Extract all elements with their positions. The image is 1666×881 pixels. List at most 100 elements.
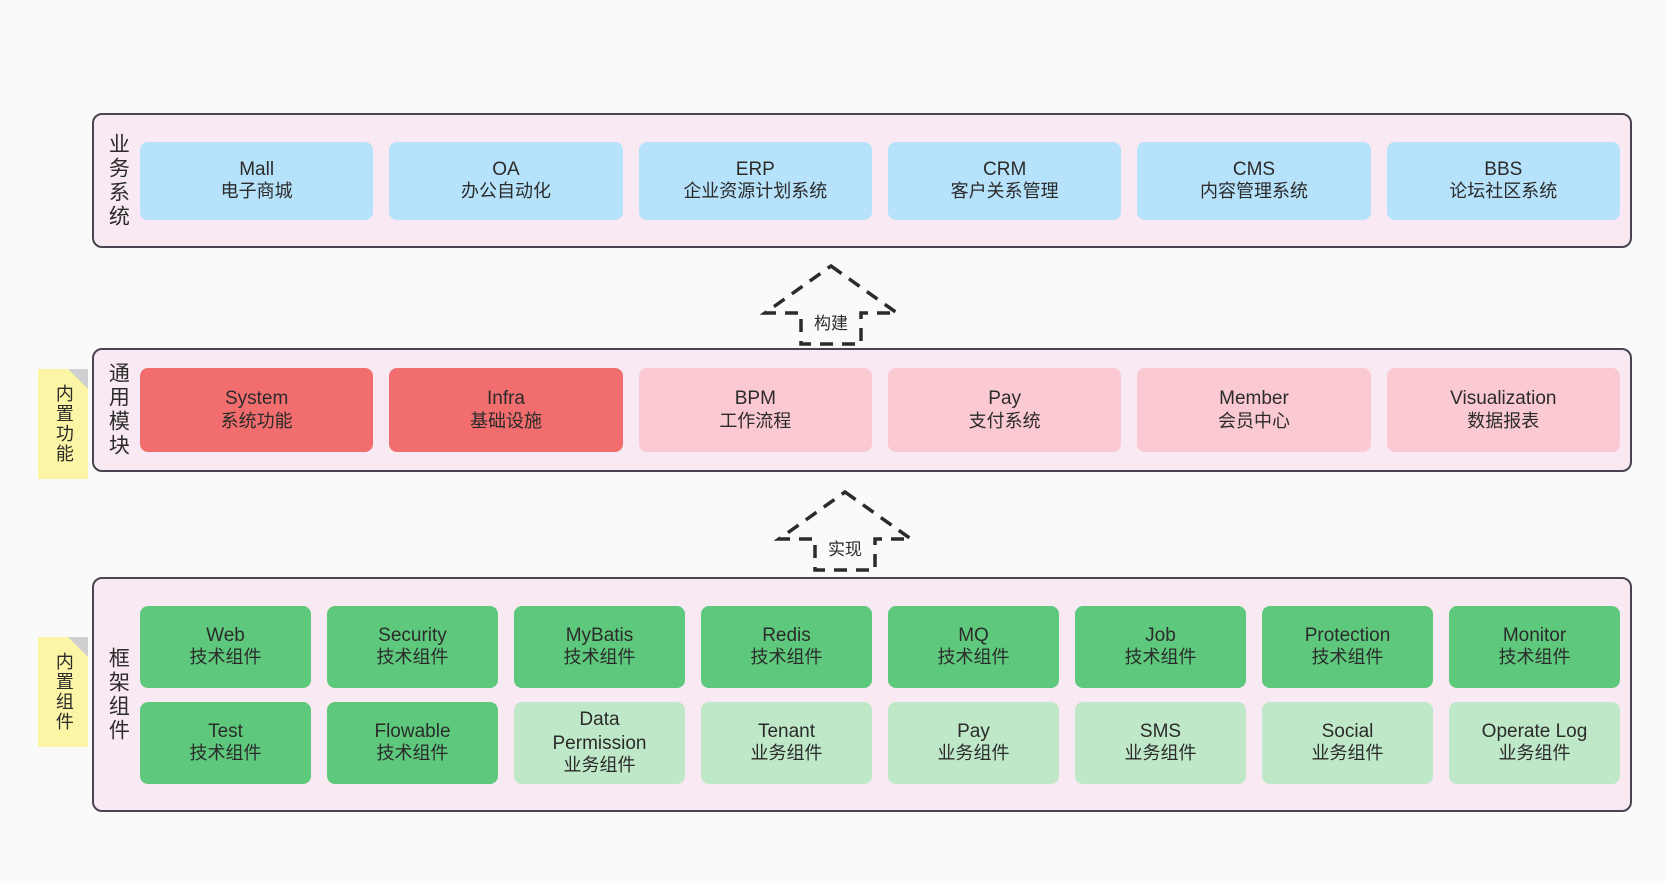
node-mall-name: Mall [239, 158, 275, 180]
node-erp-sub: 企业资源计划系统 [683, 181, 828, 202]
node-pay-module[interactable]: Pay 支付系统 [887, 368, 1122, 452]
node-tenant-sub: 业务组件 [750, 743, 823, 764]
node-mybatis-name: MyBatis [565, 624, 634, 646]
layer-framework-title-text: 框架组件 [106, 646, 130, 743]
layer-modules-title: 通用模块 [94, 350, 140, 470]
layer-framework-title: 框架组件 [94, 579, 140, 810]
node-mq-sub: 技术组件 [937, 647, 1010, 668]
node-sms-name: SMS [1139, 720, 1182, 742]
node-redis-name: Redis [762, 624, 811, 646]
node-flowable-name: Flowable [374, 720, 451, 742]
node-pay-component-name: Pay [957, 720, 990, 742]
node-erp[interactable]: ERP 企业资源计划系统 [638, 141, 872, 220]
node-operate-log-sub: 业务组件 [1498, 743, 1571, 764]
node-cms-name: CMS [1232, 158, 1276, 180]
node-data-permission-sub: 业务组件 [563, 754, 636, 775]
node-bbs-name: BBS [1484, 158, 1523, 180]
layer-business-title-text: 业务系统 [106, 132, 130, 229]
node-protection[interactable]: Protection 技术组件 [1262, 605, 1433, 688]
node-mq[interactable]: MQ 技术组件 [888, 605, 1059, 688]
arrow-build-label: 构建 [814, 314, 848, 333]
node-oa-name: OA [492, 158, 520, 180]
layer-modules-body: System 系统功能 Infra 基础设施 BPM 工作流程 Pay 支付系统… [140, 350, 1630, 470]
node-member-sub: 会员中心 [1217, 410, 1290, 431]
arrow-build-shape [759, 263, 903, 346]
node-system[interactable]: System 系统功能 [140, 368, 374, 452]
node-visualization[interactable]: Visualization 数据报表 [1386, 368, 1620, 452]
node-mall-sub: 电子商城 [220, 181, 293, 202]
node-security-name: Security [378, 624, 447, 646]
node-infra[interactable]: Infra 基础设施 [389, 368, 623, 452]
node-tenant-name: Tenant [757, 720, 816, 742]
layer-framework-row-1: Test 技术组件 Flowable 技术组件 Data Permission … [140, 701, 1620, 784]
layer-framework-body: Web 技术组件 Security 技术组件 MyBatis 技术组件 Redi… [140, 579, 1630, 810]
node-visualization-sub: 数据报表 [1467, 410, 1540, 431]
node-redis-sub: 技术组件 [750, 647, 823, 668]
layer-framework-row-0: Web 技术组件 Security 技术组件 MyBatis 技术组件 Redi… [140, 605, 1620, 688]
node-infra-sub: 基础设施 [469, 410, 542, 431]
arrow-implement-shape [773, 489, 917, 572]
node-job[interactable]: Job 技术组件 [1075, 605, 1246, 688]
node-protection-name: Protection [1304, 624, 1391, 646]
note-builtin-functions-text: 内置功能 [53, 384, 74, 464]
node-erp-name: ERP [735, 158, 775, 180]
node-pay-component[interactable]: Pay 业务组件 [888, 701, 1059, 784]
node-bpm-sub: 工作流程 [719, 410, 792, 431]
node-crm[interactable]: CRM 客户关系管理 [887, 141, 1122, 220]
node-crm-name: CRM [983, 158, 1027, 180]
node-pay-module-sub: 支付系统 [968, 410, 1041, 431]
node-security[interactable]: Security 技术组件 [327, 605, 498, 688]
arrow-build: 构建 [756, 262, 906, 348]
node-operate-log[interactable]: Operate Log 业务组件 [1449, 701, 1620, 784]
node-oa-sub: 办公自动化 [460, 181, 551, 202]
node-oa[interactable]: OA 办公自动化 [389, 141, 623, 220]
node-infra-name: Infra [486, 388, 525, 410]
note-builtin-components-text: 内置组件 [53, 652, 74, 732]
node-monitor[interactable]: Monitor 技术组件 [1449, 605, 1620, 688]
node-web-name: Web [206, 624, 245, 646]
node-pay-module-name: Pay [988, 388, 1022, 410]
node-test[interactable]: Test 技术组件 [140, 701, 311, 784]
node-mall[interactable]: Mall 电子商城 [140, 141, 374, 220]
node-protection-sub: 技术组件 [1311, 647, 1384, 668]
layer-modules: 通用模块 System 系统功能 Infra 基础设施 BPM 工作流程 Pay [92, 348, 1632, 472]
layer-business-body: Mall 电子商城 OA 办公自动化 ERP 企业资源计划系统 CRM 客户关系… [140, 115, 1630, 246]
node-flowable[interactable]: Flowable 技术组件 [327, 701, 498, 784]
node-redis[interactable]: Redis 技术组件 [701, 605, 872, 688]
node-web-sub: 技术组件 [189, 647, 262, 668]
node-pay-component-sub: 业务组件 [937, 743, 1010, 764]
node-tenant[interactable]: Tenant 业务组件 [701, 701, 872, 784]
node-member[interactable]: Member 会员中心 [1137, 368, 1371, 452]
note-fold-icon [68, 637, 88, 657]
note-builtin-components: 内置组件 [38, 637, 88, 747]
layer-business-title: 业务系统 [94, 115, 140, 246]
node-bbs[interactable]: BBS 论坛社区系统 [1386, 141, 1620, 220]
node-social-name: Social [1321, 720, 1374, 742]
note-builtin-functions: 内置功能 [38, 369, 88, 479]
node-operate-log-name: Operate Log [1481, 720, 1588, 742]
node-cms[interactable]: CMS 内容管理系统 [1137, 141, 1371, 220]
node-test-name: Test [208, 720, 243, 742]
note-fold-icon [68, 369, 88, 389]
node-bpm-name: BPM [734, 388, 776, 410]
node-test-sub: 技术组件 [189, 743, 262, 764]
node-social[interactable]: Social 业务组件 [1262, 701, 1433, 784]
node-data-permission-name: Data Permission [552, 709, 647, 754]
node-bpm[interactable]: BPM 工作流程 [638, 368, 872, 452]
node-cms-sub: 内容管理系统 [1199, 181, 1308, 202]
node-web[interactable]: Web 技术组件 [140, 605, 311, 688]
node-mybatis[interactable]: MyBatis 技术组件 [514, 605, 685, 688]
node-flowable-sub: 技术组件 [376, 743, 449, 764]
node-job-sub: 技术组件 [1124, 647, 1197, 668]
node-data-permission[interactable]: Data Permission 业务组件 [514, 701, 685, 784]
layer-framework: 框架组件 Web 技术组件 Security 技术组件 MyBatis 技术组件… [92, 577, 1632, 812]
arrow-implement-label: 实现 [828, 540, 862, 559]
node-social-sub: 业务组件 [1311, 743, 1384, 764]
layer-business-row-0: Mall 电子商城 OA 办公自动化 ERP 企业资源计划系统 CRM 客户关系… [140, 141, 1620, 220]
layer-modules-title-text: 通用模块 [106, 362, 130, 458]
node-mybatis-sub: 技术组件 [563, 647, 636, 668]
layer-business: 业务系统 Mall 电子商城 OA 办公自动化 ERP 企业资源计划系统 CRM [92, 113, 1632, 248]
node-sms-sub: 业务组件 [1124, 743, 1197, 764]
node-sms[interactable]: SMS 业务组件 [1075, 701, 1246, 784]
node-crm-sub: 客户关系管理 [950, 181, 1059, 202]
